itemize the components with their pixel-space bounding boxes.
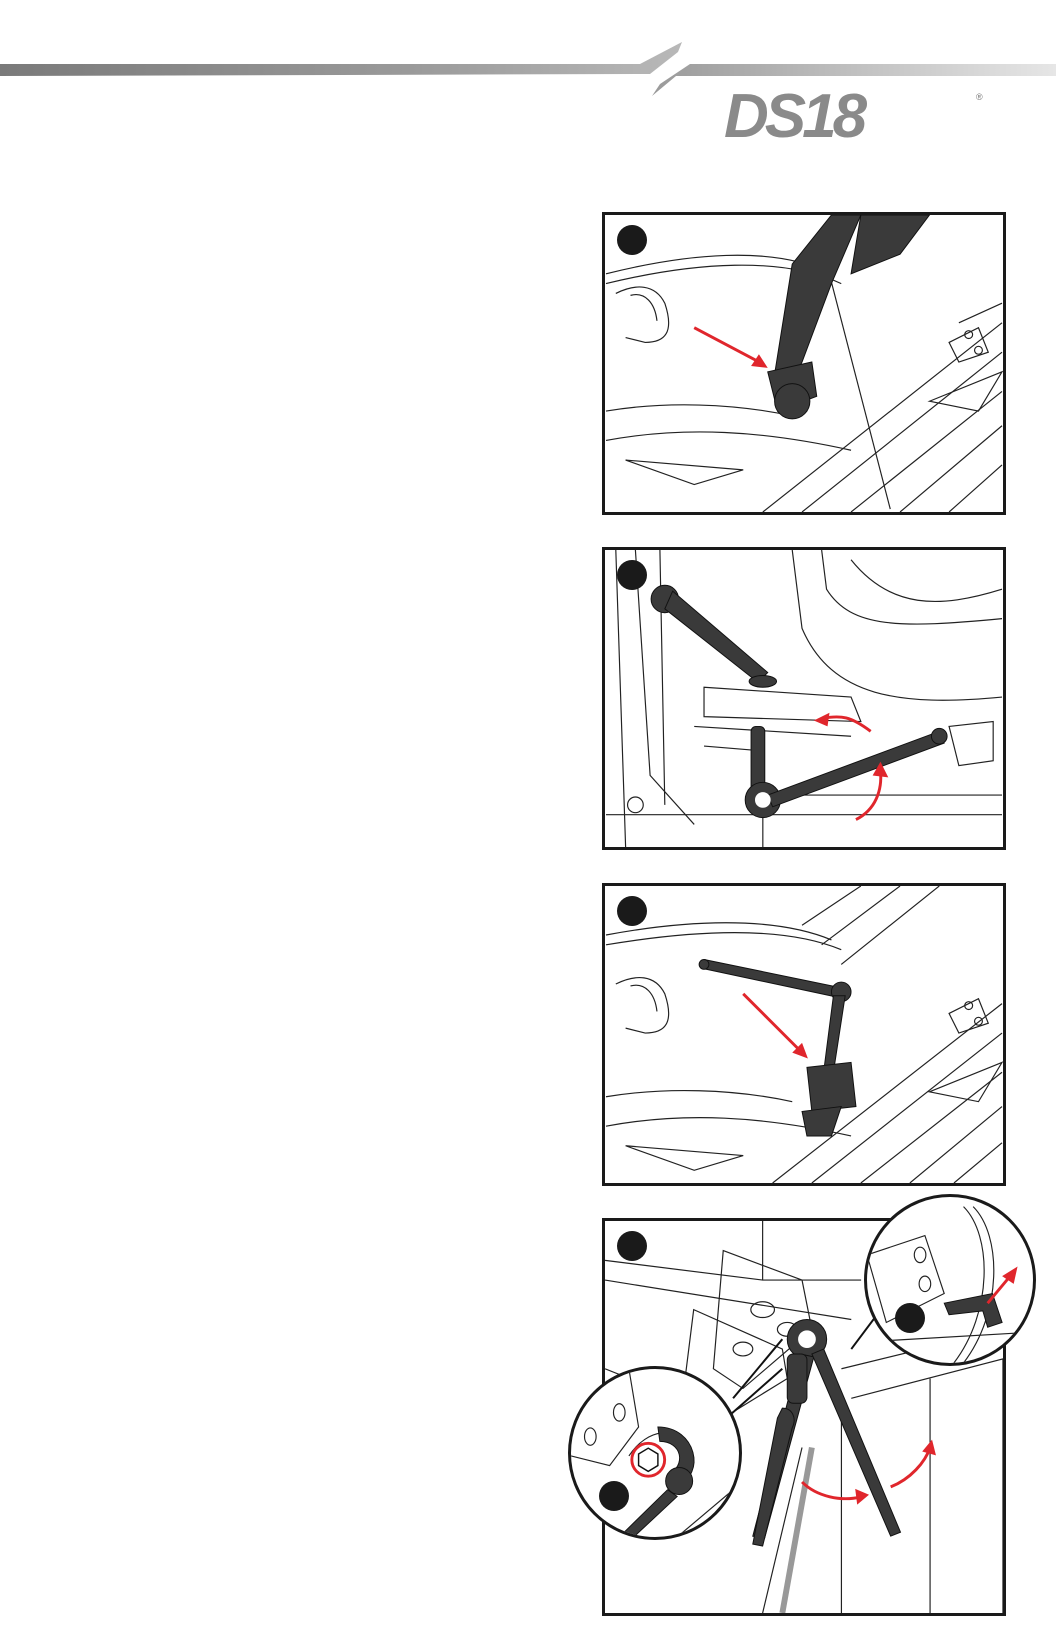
step-3-marker — [617, 896, 647, 926]
clip-detail-illustration — [867, 1197, 1033, 1363]
logo-text: DS18 — [724, 86, 863, 148]
tighten-strap-illustration — [605, 886, 1003, 1183]
seat-strap-illustration — [605, 215, 1003, 512]
red-arrow-icon — [751, 354, 768, 368]
detail-callout-bolt — [568, 1366, 742, 1540]
bolt-detail-illustration — [571, 1369, 739, 1537]
step-2-panel — [602, 547, 1006, 850]
ds18-logo: DS18 ® — [724, 86, 994, 148]
page-header: DS18 ® — [0, 0, 1056, 180]
step-1-marker — [617, 225, 647, 255]
callout-clip-marker — [895, 1303, 925, 1333]
rotate-arrows-icon — [922, 1440, 936, 1456]
callout-bolt-marker — [599, 1481, 629, 1511]
ratchet-buckle — [807, 1062, 856, 1111]
detail-callout-clip — [864, 1194, 1036, 1366]
step-2-marker — [617, 560, 647, 590]
step-1-panel — [602, 212, 1006, 515]
registered-mark: ® — [976, 92, 983, 102]
step-4-marker — [617, 1231, 647, 1261]
wrench-bolt-illustration — [605, 550, 1003, 847]
step-3-panel — [602, 883, 1006, 1186]
